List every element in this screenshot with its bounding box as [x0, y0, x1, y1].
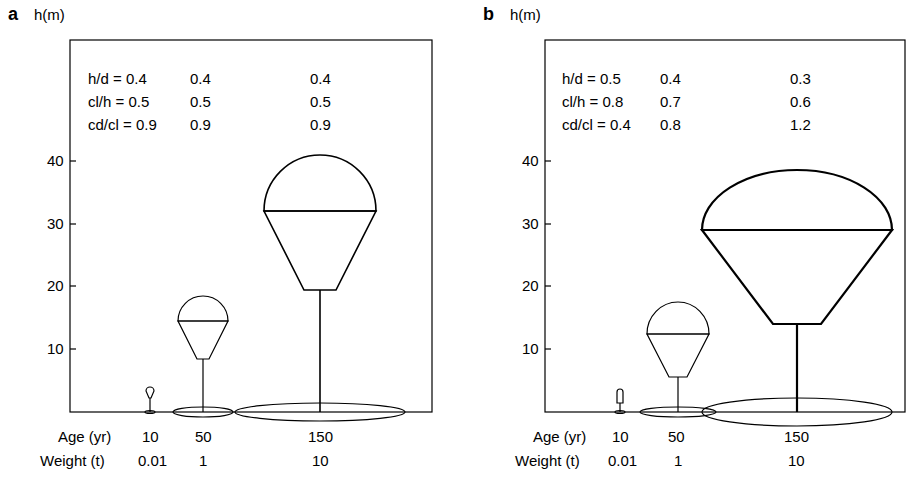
- axis-label: 1: [674, 452, 682, 469]
- axis-label: 30: [47, 215, 64, 232]
- axis-label: 150: [784, 428, 809, 445]
- axis-label: 0.4: [310, 70, 331, 87]
- axis-label: h/d = 0.4: [88, 70, 147, 87]
- axis-label: 150: [308, 428, 333, 445]
- axis-label: 0.9: [190, 116, 211, 133]
- axis-label: 0.01: [138, 452, 167, 469]
- axis-label: h(m): [510, 6, 541, 23]
- axis-label: cl/h = 0.5: [88, 93, 149, 110]
- axis-label: 0.3: [790, 70, 811, 87]
- axis-ticks: [545, 161, 551, 349]
- axis-label: 10: [612, 428, 629, 445]
- axis-label: 0.5: [310, 93, 331, 110]
- axis-label: 10: [522, 340, 539, 357]
- axis-label: 20: [522, 277, 539, 294]
- axis-label: 1.2: [790, 116, 811, 133]
- axis-label: 10: [788, 452, 805, 469]
- axis-label: 0.01: [608, 452, 637, 469]
- panel-letter: a: [8, 4, 18, 24]
- tree-shape: [145, 387, 155, 414]
- axis-label: 40: [47, 152, 64, 169]
- axis-label: 1: [199, 452, 207, 469]
- axis-label: Weight (t): [40, 452, 105, 469]
- axis-label: cl/h = 0.8: [562, 93, 623, 110]
- axis-label: cd/cl = 0.4: [562, 116, 631, 133]
- axis-label: cd/cl = 0.9: [88, 116, 157, 133]
- axis-label: 10: [142, 428, 159, 445]
- axis-label: 40: [522, 152, 539, 169]
- axis-label: 0.4: [660, 70, 681, 87]
- panel-frame: [545, 40, 905, 412]
- axis-label: Weight (t): [515, 452, 580, 469]
- tree-shape: [702, 170, 892, 426]
- panel-letter: b: [483, 4, 494, 24]
- axis-label: Age (yr): [533, 428, 586, 445]
- axis-ticks: [70, 161, 76, 349]
- axis-label: 50: [195, 428, 212, 445]
- panel-frame: [70, 40, 432, 412]
- axis-label: h(m): [34, 6, 65, 23]
- axis-label: 10: [312, 452, 329, 469]
- tree-shape: [640, 302, 716, 417]
- axis-label: 30: [522, 215, 539, 232]
- axis-label: 0.7: [660, 93, 681, 110]
- tree-shape: [235, 155, 405, 421]
- axis-label: 50: [668, 428, 685, 445]
- axis-label: 0.4: [190, 70, 211, 87]
- axis-label: 0.6: [790, 93, 811, 110]
- axis-label: Age (yr): [58, 428, 111, 445]
- axis-label: 0.5: [190, 93, 211, 110]
- tree-shape: [173, 296, 233, 417]
- axis-label: 20: [47, 277, 64, 294]
- axis-label: h/d = 0.5: [562, 70, 621, 87]
- tree-shape: [615, 389, 625, 414]
- axis-label: 0.9: [310, 116, 331, 133]
- axis-label: 0.8: [660, 116, 681, 133]
- axis-label: 10: [47, 340, 64, 357]
